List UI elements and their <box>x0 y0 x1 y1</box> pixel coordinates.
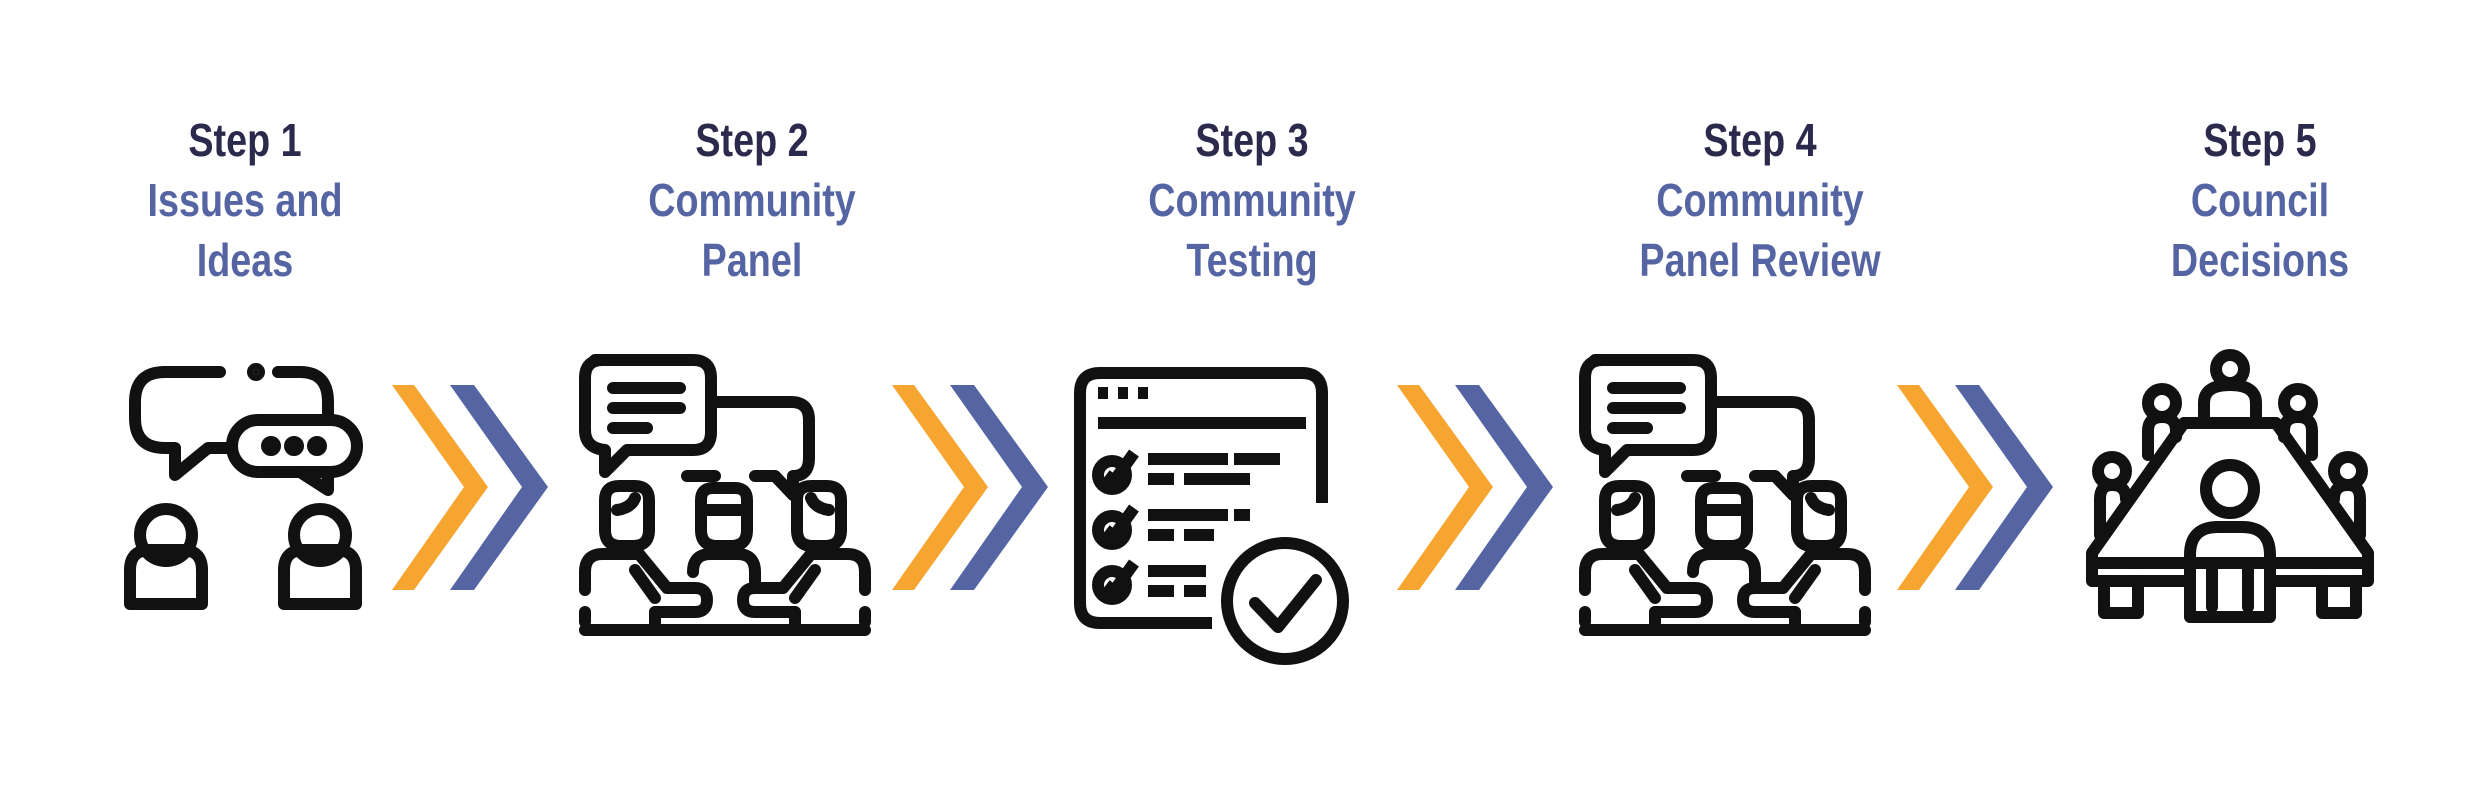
step-title-line1: Community <box>648 174 856 226</box>
step-title-line2: Ideas <box>196 234 294 286</box>
double-chevron-right-icon <box>1897 385 2067 595</box>
step-title-line2: Decisions <box>2170 234 2350 286</box>
step-number: Step 1 <box>188 114 302 166</box>
step-title-line1: Community <box>1656 174 1864 226</box>
conversation-icon <box>120 360 380 620</box>
blue-chevron <box>950 385 1048 590</box>
orange-chevron <box>1397 385 1493 590</box>
double-chevron-right-icon <box>392 385 562 595</box>
orange-chevron <box>1897 385 1993 590</box>
panel-discussion-icon <box>575 350 875 640</box>
blue-chevron <box>450 385 548 590</box>
blue-chevron <box>1455 385 1553 590</box>
orange-chevron <box>392 385 488 590</box>
blue-chevron <box>1955 385 2053 590</box>
step-title-line2: Testing <box>1186 234 1318 286</box>
council-table-icon <box>2080 345 2380 645</box>
step-number: Step 2 <box>695 114 809 166</box>
step-2-label: Step 2 Community Panel <box>542 110 962 290</box>
step-1-label: Step 1 Issues and Ideas <box>35 110 455 290</box>
panel-discussion-icon <box>1575 350 1875 640</box>
step-title-line2: Panel <box>701 234 803 286</box>
double-chevron-right-icon <box>1397 385 1567 595</box>
step-title-line2: Panel Review <box>1639 234 1881 286</box>
step-title-line1: Council <box>2190 174 2330 226</box>
checklist-test-icon <box>1070 365 1380 665</box>
double-chevron-right-icon <box>892 385 1062 595</box>
step-4-label: Step 4 Community Panel Review <box>1550 110 1970 290</box>
step-title-line1: Community <box>1148 174 1356 226</box>
step-title-line1: Issues and <box>147 174 343 226</box>
step-3-label: Step 3 Community Testing <box>1042 110 1462 290</box>
step-number: Step 3 <box>1195 114 1309 166</box>
step-number: Step 5 <box>2203 114 2317 166</box>
step-number: Step 4 <box>1703 114 1817 166</box>
step-5-label: Step 5 Council Decisions <box>2050 110 2470 290</box>
orange-chevron <box>892 385 988 590</box>
